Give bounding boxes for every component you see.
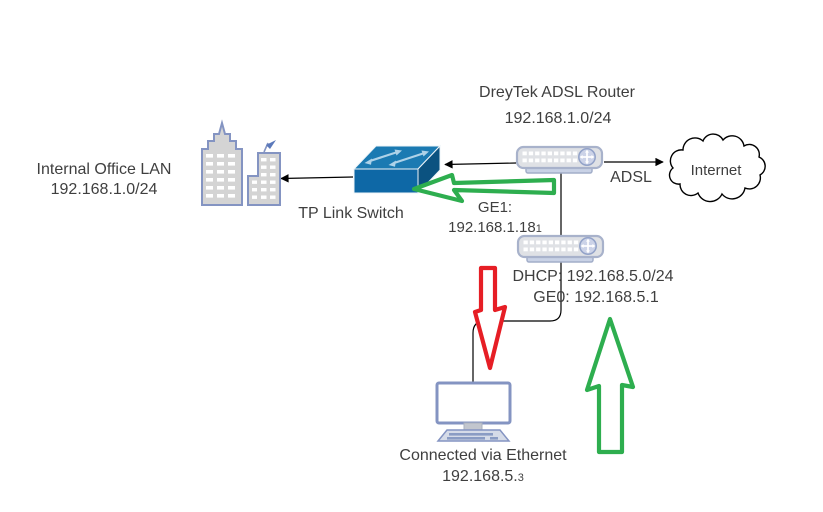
lan-title-label: Internal Office LAN (36, 161, 172, 179)
lan-router-icon (516, 234, 605, 264)
green-arrow-up (584, 316, 636, 455)
ge0-label: GE0: 192.168.5.1 (533, 289, 659, 307)
link-switch-to-lan (280, 174, 354, 183)
adsl-link-label: ADSL (610, 169, 652, 187)
lan-subnet-label: 192.168.1.0/24 (50, 181, 158, 199)
green-arrow-to-switch (411, 172, 557, 204)
pc-ip-small: 3 (517, 472, 524, 485)
red-arrow-down (472, 265, 508, 371)
ge1-ip-small: 1 (535, 222, 542, 235)
router-subnet-label: 192.168.1.0/24 (504, 110, 612, 128)
tp-link-switch-icon (352, 144, 442, 195)
pc-ip-main: 192.168.5. (442, 468, 518, 486)
ge1-ip-main: 192.168.1.18 (448, 218, 536, 236)
router-title-label: DreyTek ADSL Router (479, 84, 635, 102)
pc-ip-label: 192.168.5.3 (442, 468, 524, 486)
ge1-ip-label: 192.168.1.181 (448, 218, 542, 237)
internet-cloud-icon (668, 133, 766, 203)
pc-monitor-icon (435, 381, 512, 442)
switch-traffic-arrows-icon (364, 149, 429, 167)
office-buildings-icon (201, 119, 281, 206)
ge1-label: GE1: (477, 198, 513, 216)
antenna-icon (263, 140, 276, 153)
switch-label: TP Link Switch (298, 205, 404, 223)
adsl-router-icon (515, 145, 604, 175)
pc-caption-label: Connected via Ethernet (399, 447, 567, 465)
dhcp-label: DHCP: 192.168.5.0/24 (512, 268, 674, 286)
internet-label: Internet (690, 161, 742, 179)
link-router-to-switch (444, 160, 517, 169)
link-router-to-pc (472, 261, 562, 383)
